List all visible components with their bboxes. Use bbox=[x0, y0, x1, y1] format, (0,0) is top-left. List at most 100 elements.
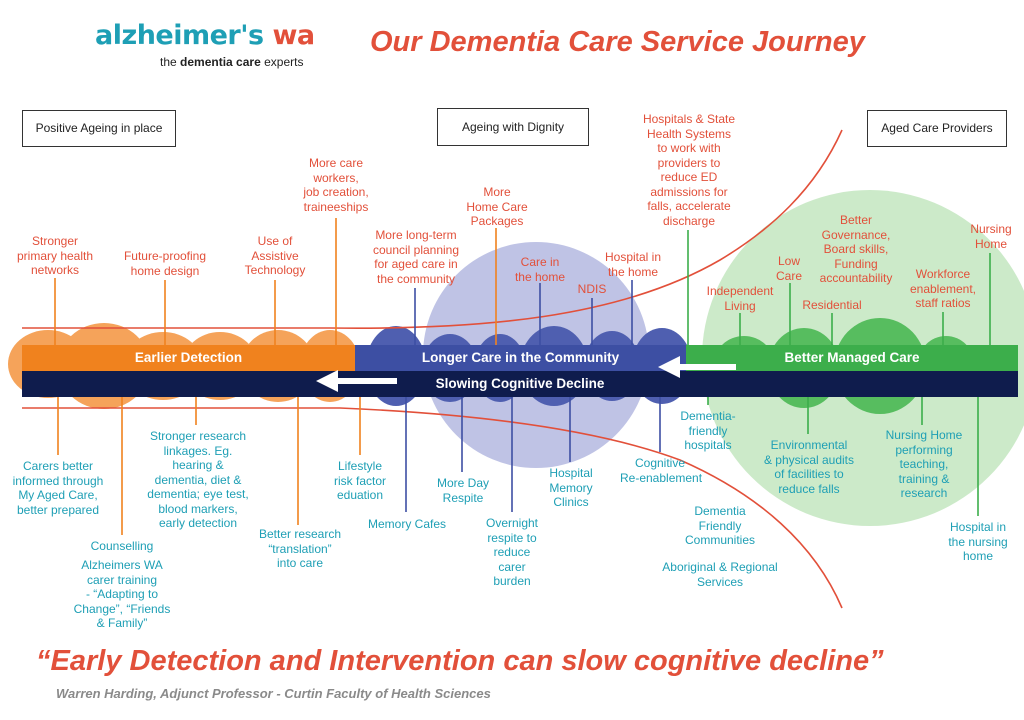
label-line: Dementia bbox=[694, 504, 746, 518]
label-line: early detection bbox=[158, 516, 238, 530]
label-line: into care bbox=[276, 556, 324, 570]
label-research-translation: Better research“translation”into care bbox=[248, 527, 352, 571]
label-line: & Family” bbox=[96, 616, 148, 630]
label-line: Change”, “Friends bbox=[73, 601, 171, 616]
arrow-left-icon bbox=[316, 370, 397, 392]
logo-accent: wa bbox=[272, 20, 315, 51]
label-line: dementia, diet & bbox=[154, 472, 242, 487]
label-line: Memory bbox=[549, 480, 593, 495]
label-line: home design bbox=[130, 263, 200, 278]
label-line: Health Systems bbox=[646, 126, 732, 141]
label-line: Better research bbox=[258, 527, 342, 541]
label-line: Hospital in bbox=[604, 250, 662, 264]
label-line: Re-enablement bbox=[620, 470, 703, 485]
label-line: More long-term bbox=[375, 228, 457, 242]
label-line: Respite bbox=[442, 490, 484, 505]
label-line: Hospital bbox=[549, 466, 593, 480]
brand-logo: alzheimer's wa bbox=[95, 20, 315, 51]
label-line: providers to bbox=[657, 155, 721, 170]
label-line: the community bbox=[376, 271, 456, 286]
better-managed-band bbox=[686, 345, 1018, 371]
label-line: Technology bbox=[244, 263, 306, 277]
label-line: better prepared bbox=[16, 502, 100, 517]
label-line: Communities bbox=[684, 533, 756, 547]
label-line: NDIS bbox=[577, 282, 607, 296]
earlier-detection-band bbox=[22, 345, 355, 371]
label-line: hospitals bbox=[684, 438, 732, 452]
label-line: burden bbox=[493, 574, 531, 588]
top-connectors bbox=[54, 218, 991, 345]
label-line: risk factor bbox=[333, 473, 386, 488]
label-line: Stronger research bbox=[149, 429, 247, 443]
label-ndis: NDIS bbox=[564, 282, 620, 297]
label-line: reduce ED bbox=[660, 170, 718, 184]
label-line: Assistive bbox=[251, 248, 299, 263]
stage-box-positive-ageing: Positive Ageing in place bbox=[22, 110, 176, 147]
label-line: dementia; eye test, bbox=[147, 487, 249, 501]
label-line: primary health bbox=[16, 248, 94, 263]
label-line: Better bbox=[839, 213, 872, 227]
label-line: reduce bbox=[493, 545, 531, 559]
label-line: teaching, bbox=[899, 457, 949, 471]
label-line: Packages bbox=[470, 214, 524, 228]
label-line: training & bbox=[898, 471, 950, 486]
label-line: Home Care bbox=[466, 199, 528, 214]
label-line: Lifestyle bbox=[337, 459, 383, 473]
upper-curve bbox=[22, 129, 843, 329]
label-line: More Day bbox=[436, 476, 489, 490]
label-line: enablement, bbox=[909, 281, 977, 296]
label-line: Care in bbox=[520, 255, 560, 269]
label-line: Memory Cafes bbox=[367, 517, 447, 531]
label-line: falls, accelerate bbox=[647, 199, 731, 213]
label-line: of facilities to bbox=[774, 467, 844, 481]
label-line: Living bbox=[724, 298, 756, 313]
label-line: Environmental bbox=[770, 438, 848, 452]
label-line: Care bbox=[775, 268, 802, 283]
label-line: carer training bbox=[86, 572, 158, 587]
label-line: home bbox=[962, 549, 994, 563]
label-line: Independent bbox=[706, 284, 774, 298]
label-line: Home bbox=[974, 236, 1007, 251]
label-line: Clinics bbox=[553, 495, 589, 509]
label-line: Counselling bbox=[90, 539, 154, 553]
label-line: council planning bbox=[372, 242, 460, 257]
label-line: accountability bbox=[819, 271, 893, 285]
label-line: - “Adapting to bbox=[85, 587, 159, 601]
brand-tagline: the dementia care experts bbox=[160, 55, 303, 69]
label-line: Funding bbox=[834, 256, 878, 271]
label-line: for aged care in bbox=[374, 257, 458, 271]
label-line: More care bbox=[308, 156, 364, 170]
band-label-slowing: Slowing Cognitive Decline bbox=[435, 376, 605, 391]
bottom-connectors bbox=[57, 397, 979, 535]
label-line: linkages. Eg. bbox=[163, 443, 233, 458]
label-line: Nursing Home bbox=[885, 428, 963, 442]
label-line: Carers better bbox=[22, 459, 94, 473]
tagline-bold: dementia care bbox=[180, 55, 261, 69]
label-line: informed through bbox=[12, 473, 104, 488]
label-line: blood markers, bbox=[158, 501, 238, 516]
label-line: Low bbox=[777, 254, 800, 268]
quote: “Early Detection and Intervention can sl… bbox=[36, 645, 884, 677]
label-line: respite to bbox=[487, 530, 537, 545]
label-line: Workforce bbox=[915, 267, 971, 281]
label-line: Stronger bbox=[31, 234, 79, 248]
band-label-earlier: Earlier Detection bbox=[134, 350, 243, 365]
label-line: “translation” bbox=[268, 541, 332, 556]
label-line: friendly bbox=[688, 423, 728, 438]
